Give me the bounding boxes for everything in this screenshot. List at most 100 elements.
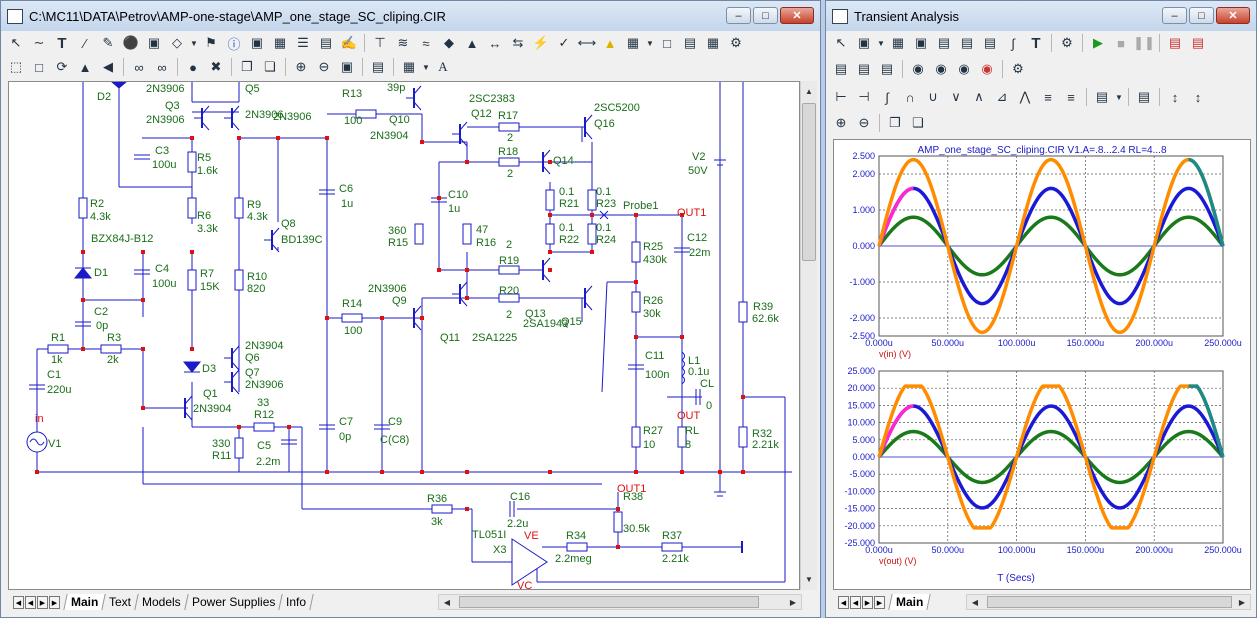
copy-plot-icon[interactable]: ❐ xyxy=(889,115,901,130)
properties-icon[interactable]: ⚙ xyxy=(730,35,742,50)
plot-properties-icon[interactable]: ⚙ xyxy=(1012,61,1024,76)
properties-icon[interactable]: ⚙ xyxy=(1061,35,1073,50)
grid-icon[interactable]: ▦ xyxy=(626,35,640,50)
tab-text[interactable]: Text xyxy=(101,594,140,610)
next-page-icon[interactable]: ▶ xyxy=(37,595,48,609)
table-icon[interactable]: ▤ xyxy=(319,35,333,50)
analysis-maximize-button[interactable]: □ xyxy=(1189,7,1214,24)
analysis-horizontal-scrollbar[interactable]: ◀ ▶ xyxy=(966,594,1251,610)
global-low-icon[interactable]: ⋀ xyxy=(1019,89,1031,104)
zoom-in-icon[interactable]: ⊕ xyxy=(295,59,307,74)
formula-icon[interactable]: ∫ xyxy=(1011,35,1015,51)
tag-icon[interactable]: ▤ xyxy=(960,35,974,50)
analysis-tab-main[interactable]: Main xyxy=(888,594,932,610)
low-icon[interactable]: ∨ xyxy=(951,89,961,104)
attribute-icon[interactable]: ☰ xyxy=(297,35,309,50)
page-remove-icon[interactable]: ▦ xyxy=(706,35,720,50)
inflection-icon[interactable]: ∧ xyxy=(974,89,984,104)
component-icon[interactable]: ▣ xyxy=(147,35,161,50)
diagonal-wire-icon[interactable]: ∕ xyxy=(83,35,87,51)
flag-icon[interactable]: ⚑ xyxy=(205,35,217,50)
tab-info[interactable]: Info xyxy=(278,594,315,610)
reverse-icon[interactable]: ⇆ xyxy=(512,35,524,50)
shapes-icon[interactable]: ◇ xyxy=(172,35,182,50)
stop-icon[interactable]: ● xyxy=(189,59,197,75)
zoom-out-scale-icon[interactable]: ◉ xyxy=(935,61,947,76)
grid-text-icon[interactable]: ▦ xyxy=(273,35,287,50)
scroll-right-icon[interactable]: ▶ xyxy=(789,598,797,607)
flip-icon[interactable]: ◀ xyxy=(103,59,113,74)
align-cursor-icon[interactable]: ↕ xyxy=(1171,89,1179,105)
help-icon[interactable]: ▣ xyxy=(250,35,264,50)
run-icon[interactable]: ▶ xyxy=(1093,35,1103,50)
component-icon[interactable]: ▣ xyxy=(857,35,871,50)
valley-icon[interactable]: ∩ xyxy=(905,89,915,105)
schematic-title-bar[interactable]: C:\MC11\DATA\Petrov\AMP-one-stage\AMP_on… xyxy=(1,1,820,31)
mirror-icon[interactable]: ▲ xyxy=(78,59,92,75)
measure-icon[interactable]: ▤ xyxy=(1095,89,1109,104)
bottom-icon[interactable]: ≡ xyxy=(1067,89,1075,105)
component-dropdown-icon[interactable]: ▼ xyxy=(877,38,885,48)
layout-dropdown-icon[interactable]: ▼ xyxy=(422,62,430,72)
wire-mode-icon[interactable]: ∼ xyxy=(33,35,45,50)
edit-icon[interactable]: ✍ xyxy=(340,35,358,50)
top-icon[interactable]: ≡ xyxy=(1044,89,1052,105)
grid-dropdown-icon[interactable]: ▼ xyxy=(646,38,654,48)
pin-icon[interactable]: ⟷ xyxy=(577,35,597,50)
rotate-icon[interactable]: ⟳ xyxy=(56,59,68,74)
schematic-horizontal-scrollbar[interactable]: ◀ ▶ xyxy=(438,594,802,610)
find-next-icon[interactable]: ∞ xyxy=(157,59,167,75)
analysis-scroll-left-icon[interactable]: ◀ xyxy=(971,598,979,607)
region-select-icon[interactable]: ⬚ xyxy=(9,59,23,74)
peak-icon[interactable]: ▤ xyxy=(983,35,997,50)
scroll-down-icon[interactable]: ▼ xyxy=(805,575,813,584)
tie-cursor-icon[interactable]: ↕ xyxy=(1194,89,1202,105)
warning-icon[interactable]: ▲ xyxy=(603,35,617,51)
schematic-vertical-scrollbar[interactable]: ▲ ▼ xyxy=(800,81,817,590)
conditions-icon[interactable]: ▲ xyxy=(465,35,479,51)
zoom-in-plot-icon[interactable]: ⊕ xyxy=(835,115,847,130)
scroll-up-icon[interactable]: ▲ xyxy=(805,87,813,96)
pen-icon[interactable]: ✎ xyxy=(102,35,114,50)
optimize-icon[interactable]: ▤ xyxy=(1191,35,1205,50)
analysis-scroll-thumb[interactable] xyxy=(987,596,1232,608)
find-icon[interactable]: ∞ xyxy=(134,59,144,75)
analysis-last-page-icon[interactable]: ▶ xyxy=(874,595,885,609)
zoom-fit-icon[interactable]: ▣ xyxy=(340,59,354,74)
schematic-app-icon[interactable] xyxy=(7,9,23,24)
last-page-icon[interactable]: ▶ xyxy=(49,595,60,609)
prev-page-icon[interactable]: ◀ xyxy=(25,595,36,609)
cursor-left-icon[interactable]: ⊢ xyxy=(835,89,847,104)
power-icon[interactable]: ◆ xyxy=(444,35,454,50)
analysis-minimize-button[interactable]: – xyxy=(1162,7,1187,24)
node-voltages-icon[interactable]: ≋ xyxy=(397,35,409,50)
measure-dropdown-icon[interactable]: ▼ xyxy=(1115,92,1123,102)
analysis-app-icon[interactable] xyxy=(832,9,848,24)
node-numbers-icon[interactable]: ⊤ xyxy=(374,35,386,50)
paste-plot-icon[interactable]: ❏ xyxy=(912,115,924,130)
select-mode-icon[interactable]: ↖ xyxy=(10,35,22,50)
page-add-icon[interactable]: ▤ xyxy=(683,35,697,50)
analysis-first-page-icon[interactable]: ◀ xyxy=(838,595,849,609)
close-button[interactable]: ✕ xyxy=(780,7,814,24)
box-icon[interactable]: □ xyxy=(35,59,43,75)
plot-list-icon[interactable]: ▤ xyxy=(834,61,848,76)
scale-icon[interactable]: ▦ xyxy=(891,35,905,50)
font-icon[interactable]: A xyxy=(438,59,448,74)
plot-canvas[interactable]: AMP_one_stage_SC_cliping.CIR V1.A=.8...2… xyxy=(833,139,1251,590)
list-icon[interactable]: ▤ xyxy=(1137,89,1151,104)
analysis-scroll-right-icon[interactable]: ▶ xyxy=(1238,598,1246,607)
text-icon[interactable]: T xyxy=(1031,34,1041,52)
tab-power-supplies[interactable]: Power Supplies xyxy=(184,594,284,610)
info-icon[interactable]: ⓘ xyxy=(227,36,241,52)
zoom-in-scale-icon[interactable]: ◉ xyxy=(912,61,924,76)
probe-icon[interactable]: ⚫ xyxy=(122,35,140,50)
pause-icon[interactable]: ❚❚ xyxy=(1133,35,1155,50)
analysis-prev-page-icon[interactable]: ◀ xyxy=(850,595,861,609)
zoom-out-plot-icon[interactable]: ⊖ xyxy=(858,115,870,130)
high-icon[interactable]: ∪ xyxy=(928,89,938,104)
cancel-icon[interactable]: ✖ xyxy=(210,59,222,74)
zoom-region-icon[interactable]: ▣ xyxy=(914,35,928,50)
global-high-icon[interactable]: ⊿ xyxy=(996,89,1008,104)
